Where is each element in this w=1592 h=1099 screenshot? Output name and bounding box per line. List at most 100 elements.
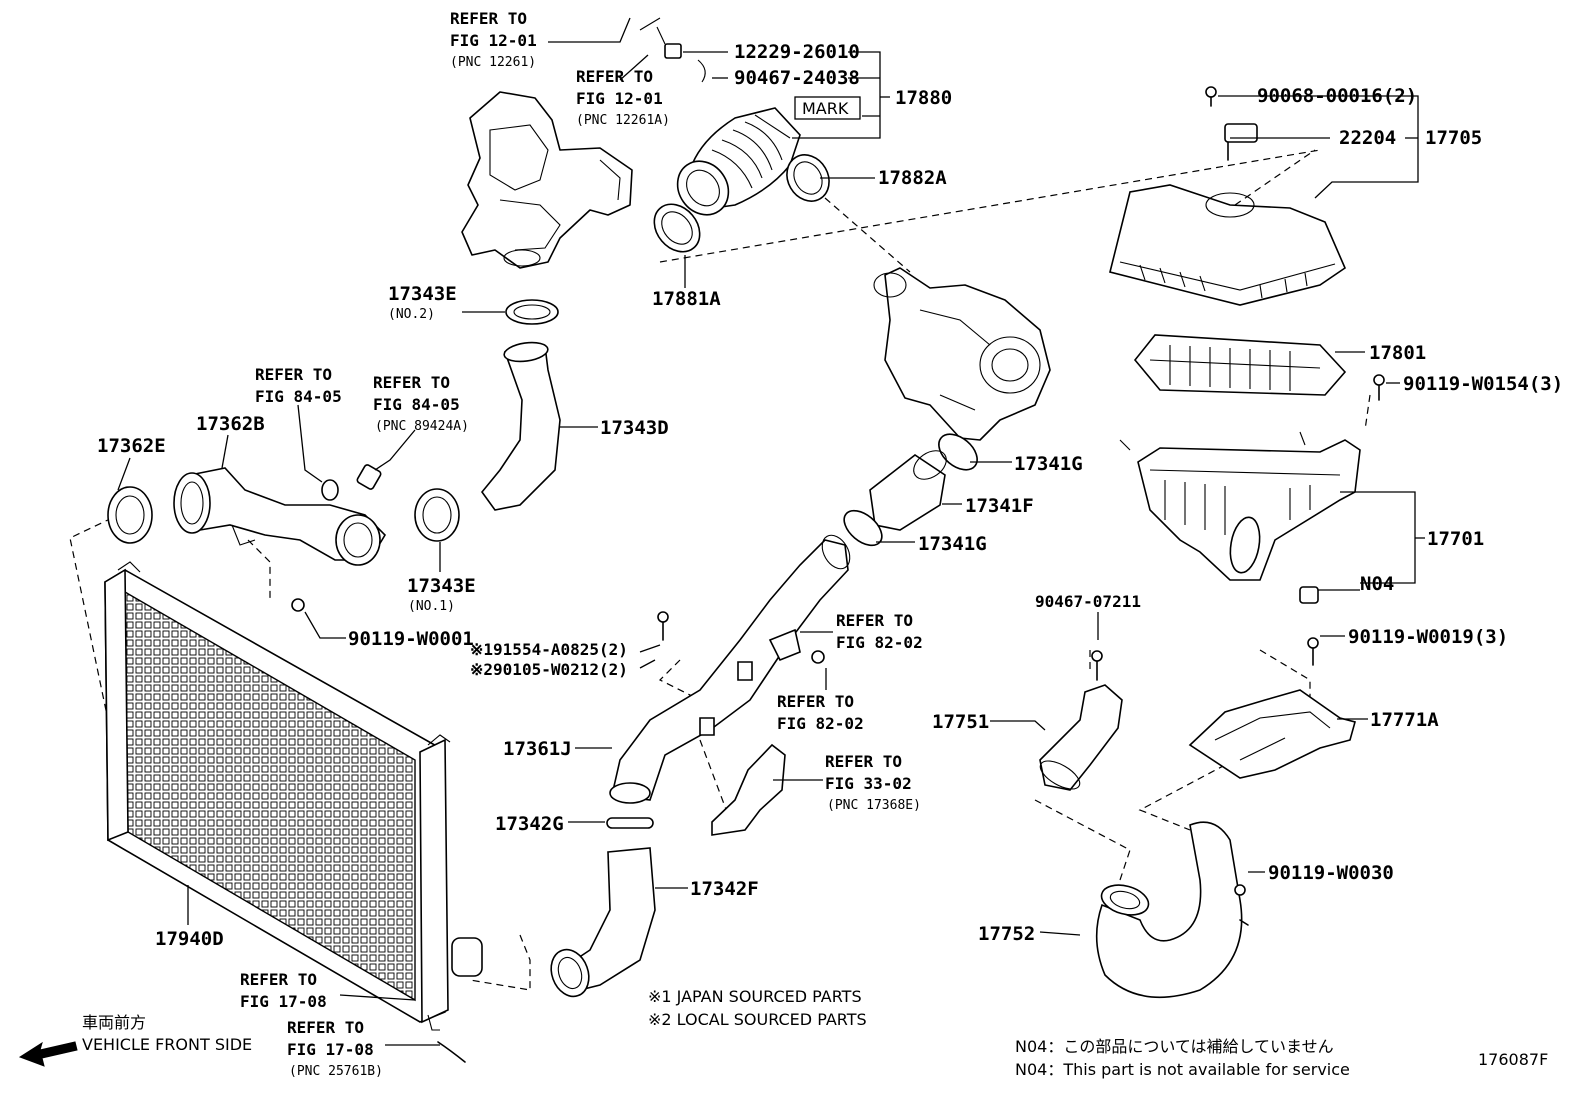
air-cleaner-case-17701 — [1119, 431, 1361, 604]
clamp-17342g — [606, 817, 654, 829]
label-17705: 17705 — [1425, 127, 1482, 149]
bracket-17771a — [1188, 637, 1356, 779]
hose-17343d — [480, 341, 561, 511]
refer-to-notes: REFER TO FIG 12-01 (PNC 12261) REFER TO … — [240, 9, 923, 1079]
hose-17341f-and-clamps — [843, 433, 978, 547]
pipe-17362b — [173, 467, 387, 612]
label-n04: N04 — [1360, 573, 1394, 595]
label-90068-00016: 90068-00016(2) — [1257, 85, 1417, 107]
label-17343e-top: 17343E — [388, 283, 457, 305]
svg-text:REFER TO: REFER TO — [287, 1018, 364, 1037]
note-local-sourced: ※2 LOCAL SOURCED PARTS — [648, 1010, 867, 1029]
label-290105-w0212: ※290105-W0212(2) — [470, 660, 628, 679]
svg-text:REFER TO: REFER TO — [240, 970, 317, 989]
refer-fig-33-02: REFER TO FIG 33-02 (PNC 17368E) — [825, 752, 921, 813]
label-17341f: 17341F — [965, 495, 1034, 517]
label-17341g-a: 17341G — [1014, 453, 1083, 475]
label-17343d: 17343D — [600, 417, 669, 439]
svg-text:FIG 82-02: FIG 82-02 — [836, 633, 923, 652]
label-90467-24038: 90467-24038 — [734, 67, 860, 89]
label-17343e-bottom: 17343E — [407, 575, 476, 597]
svg-text:FIG 12-01: FIG 12-01 — [576, 89, 663, 108]
vehicle-front-indicator: 車両前方 VEHICLE FRONT SIDE — [18, 1013, 252, 1067]
svg-text:FIG 33-02: FIG 33-02 — [825, 774, 912, 793]
front-label-english: VEHICLE FRONT SIDE — [82, 1035, 252, 1054]
svg-text:FIG 17-08: FIG 17-08 — [240, 992, 327, 1011]
label-17752: 17752 — [978, 923, 1035, 945]
label-17801: 17801 — [1369, 342, 1426, 364]
mark-box — [794, 96, 861, 120]
label-17362b: 17362B — [196, 413, 265, 435]
svg-text:(PNC 25761B): (PNC 25761B) — [289, 1064, 383, 1079]
label-17882a: 17882A — [878, 167, 947, 189]
air-filter-element-17801 — [1133, 334, 1385, 401]
stay-bracket — [711, 743, 786, 836]
refer-fig-17-08-a: REFER TO FIG 17-08 — [240, 970, 327, 1011]
air-cleaner-cap-17705 — [1109, 86, 1346, 306]
label-no1: (NO.1) — [408, 599, 455, 614]
intake-manifold-illustration — [461, 91, 633, 269]
svg-text:FIG 12-01: FIG 12-01 — [450, 31, 537, 50]
note-japan-sourced: ※1 JAPAN SOURCED PARTS — [648, 987, 862, 1006]
note-n04-english: N04：This part is not available for servi… — [1015, 1060, 1350, 1079]
duct-17751 — [1039, 650, 1123, 791]
svg-text:FIG 82-02: FIG 82-02 — [777, 714, 864, 733]
part-number-labels: 12229-26010 90467-24038 17880 MARK 17882… — [97, 41, 1563, 950]
label-17880: 17880 — [895, 87, 952, 109]
svg-text:FIG 84-05: FIG 84-05 — [373, 395, 460, 414]
refer-fig-12-01-b: REFER TO FIG 12-01 (PNC 12261A) — [576, 67, 670, 128]
svg-text:REFER TO: REFER TO — [576, 67, 653, 86]
bracket-and-bolt — [768, 628, 825, 664]
svg-text:REFER TO: REFER TO — [255, 365, 332, 384]
refer-fig-84-05-a: REFER TO FIG 84-05 — [255, 365, 342, 406]
clamp-17343e-no1 — [414, 488, 460, 542]
front-label-japanese: 車両前方 — [82, 1013, 146, 1032]
label-90119-w0001: 90119-W0001 — [348, 628, 474, 650]
duct-17752 — [1095, 821, 1249, 999]
label-17342f: 17342F — [690, 878, 759, 900]
leader-lines — [117, 17, 1425, 1046]
svg-text:REFER TO: REFER TO — [777, 692, 854, 711]
refer-fig-82-02-b: REFER TO FIG 82-02 — [777, 692, 864, 733]
sensor-and-gasket — [321, 464, 382, 501]
svg-text:REFER TO: REFER TO — [373, 373, 450, 392]
label-17342g: 17342G — [495, 813, 564, 835]
label-90119-w0019: 90119-W0019(3) — [1348, 626, 1508, 648]
label-22204: 22204 — [1339, 127, 1396, 149]
label-90467-07211: 90467-07211 — [1035, 592, 1141, 611]
refer-fig-12-01-a: REFER TO FIG 12-01 (PNC 12261) — [450, 9, 537, 70]
svg-text:FIG 84-05: FIG 84-05 — [255, 387, 342, 406]
svg-text:(PNC 17368E): (PNC 17368E) — [827, 798, 921, 813]
clamp-17343e-no2 — [505, 299, 559, 325]
turbocharger-illustration — [873, 267, 1051, 441]
refer-fig-84-05-b: REFER TO FIG 84-05 (PNC 89424A) — [373, 373, 469, 434]
label-12229-26010: 12229-26010 — [734, 41, 860, 63]
svg-text:(PNC 12261): (PNC 12261) — [450, 55, 536, 70]
label-17771a: 17771A — [1370, 709, 1439, 731]
label-17881a: 17881A — [652, 288, 721, 310]
refer-fig-82-02-a: REFER TO FIG 82-02 — [836, 611, 923, 652]
figure-id: 176087F — [1478, 1050, 1548, 1069]
air-hose-17880 — [639, 17, 801, 216]
label-90119-w0154: 90119-W0154(3) — [1403, 373, 1563, 395]
clamp-17882a — [786, 154, 830, 202]
clamp-17881a — [653, 203, 701, 253]
label-mark: MARK — [802, 99, 849, 118]
clamp-17362e — [107, 486, 153, 544]
label-17362e: 17362E — [97, 435, 166, 457]
note-n04-japanese: N04：この部品については補給していません — [1015, 1037, 1334, 1056]
label-191554-a0825: ※191554-A0825(2) — [470, 640, 628, 659]
svg-text:FIG 17-08: FIG 17-08 — [287, 1040, 374, 1059]
svg-text:REFER TO: REFER TO — [836, 611, 913, 630]
hose-17342f — [550, 847, 656, 998]
label-90119-w0030: 90119-W0030 — [1268, 862, 1394, 884]
intercooler-17940d — [104, 561, 483, 1063]
label-17751: 17751 — [932, 711, 989, 733]
svg-text:(PNC 89424A): (PNC 89424A) — [375, 419, 469, 434]
svg-text:REFER TO: REFER TO — [450, 9, 527, 28]
label-17361j: 17361J — [503, 738, 572, 760]
pipe-17361j — [609, 534, 851, 804]
front-arrow-icon — [18, 1041, 78, 1067]
label-no2: (NO.2) — [388, 307, 435, 322]
